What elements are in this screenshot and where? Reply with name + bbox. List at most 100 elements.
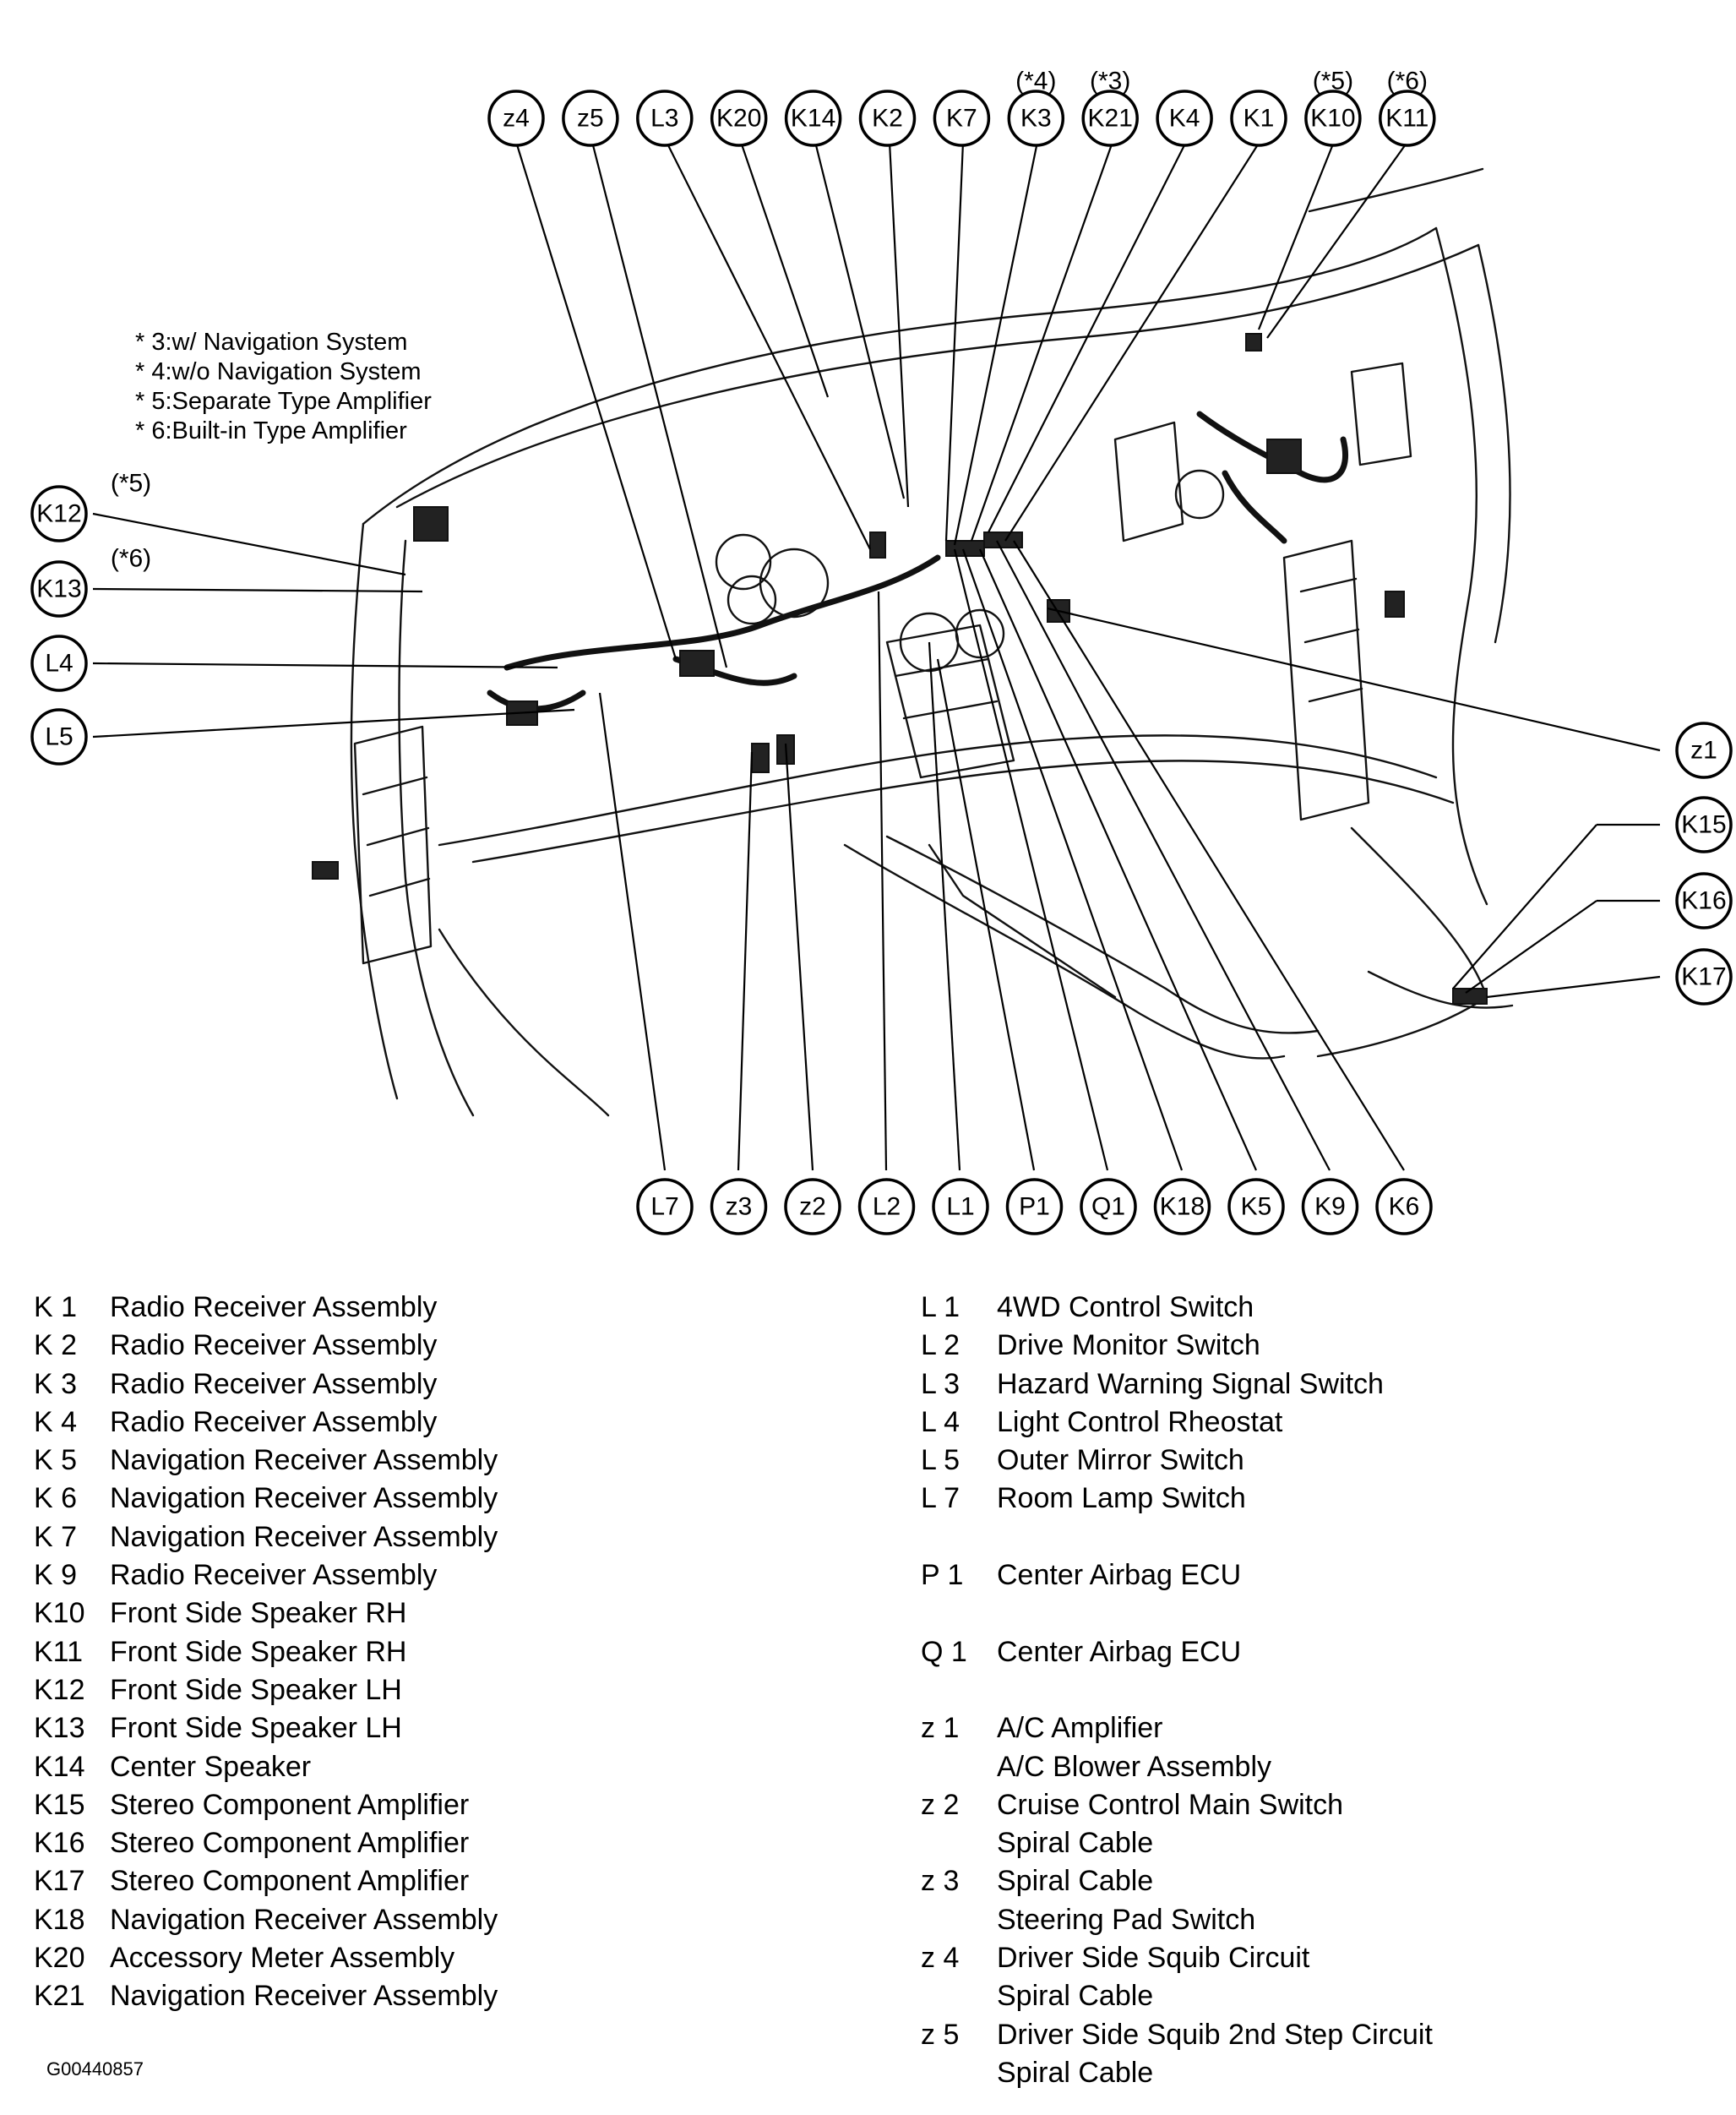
legend-code: L 7 bbox=[921, 1482, 961, 1515]
legend-code: z 4 bbox=[921, 1942, 960, 1975]
callout-k10: K10 (*5) bbox=[1304, 68, 1362, 147]
footnotes: * 3:w/ Navigation System * 4:w/o Navigat… bbox=[135, 328, 432, 446]
legend-name: Center Airbag ECU bbox=[997, 1635, 1242, 1668]
legend-name: Navigation Receiver Assembly bbox=[110, 1444, 498, 1477]
legend-name: Stereo Component Amplifier bbox=[110, 1788, 470, 1821]
callout-k17: K17 bbox=[1675, 948, 1733, 1006]
legend-name: Radio Receiver Assembly bbox=[110, 1367, 438, 1400]
legend-row: K 2 Radio Receiver Assembly bbox=[34, 1327, 498, 1365]
legend-name: Navigation Receiver Assembly bbox=[110, 1903, 498, 1936]
legend-name: Front Side Speaker RH bbox=[110, 1635, 407, 1668]
legend-name: Spiral Cable bbox=[997, 1827, 1154, 1860]
legend-code: K 2 bbox=[34, 1329, 78, 1362]
legend-row: Q 1 Center Airbag ECU bbox=[921, 1633, 1433, 1671]
callout-label: K7 bbox=[946, 105, 977, 133]
legend-code bbox=[921, 1594, 997, 1633]
callout-k6: K6 bbox=[1375, 1178, 1433, 1235]
legend-left: K 1 Radio Receiver Assembly K 2 Radio Recei… bbox=[34, 1289, 498, 2016]
callout-tag: (*5) bbox=[1313, 68, 1353, 95]
callout-label: Q1 bbox=[1091, 1193, 1125, 1221]
callout-k2: K2 bbox=[858, 90, 917, 147]
legend-name: Room Lamp Switch bbox=[997, 1482, 1246, 1515]
footnote: * 3:w/ Navigation System bbox=[135, 329, 408, 356]
callout-label: K9 bbox=[1314, 1193, 1346, 1221]
legend-name: Radio Receiver Assembly bbox=[110, 1329, 438, 1362]
legend-row bbox=[921, 1594, 1433, 1633]
legend-name: Cruise Control Main Switch bbox=[997, 1788, 1344, 1821]
callout-k5: K5 bbox=[1227, 1178, 1285, 1235]
legend-row bbox=[921, 1671, 1433, 1709]
dashboard-illustration bbox=[312, 167, 1514, 1117]
callout-label: K17 bbox=[1681, 963, 1726, 991]
legend-name: Navigation Receiver Assembly bbox=[110, 1482, 498, 1515]
legend-name: Outer Mirror Switch bbox=[997, 1444, 1244, 1477]
callout-tag: (*5) bbox=[111, 470, 151, 498]
callout-k7: K7 bbox=[933, 90, 991, 147]
legend-name: Radio Receiver Assembly bbox=[110, 1405, 438, 1438]
legend-row: Spiral Cable bbox=[921, 2054, 1433, 2092]
legend-code bbox=[921, 2054, 997, 2092]
callout-label: K2 bbox=[872, 105, 903, 133]
legend-name: Steering Pad Switch bbox=[997, 1903, 1256, 1936]
legend-code: K17 bbox=[34, 1865, 85, 1898]
callout-tag: (*6) bbox=[1387, 68, 1428, 95]
legend-code bbox=[921, 1748, 997, 1786]
callout-k12: K12 (*5) bbox=[30, 470, 151, 542]
callout-p1: P1 bbox=[1005, 1178, 1064, 1235]
legend-row: L 7 Room Lamp Switch bbox=[921, 1480, 1433, 1518]
callout-k14: K14 bbox=[784, 90, 842, 147]
legend-row bbox=[921, 1518, 1433, 1556]
legend-name: Drive Monitor Switch bbox=[997, 1329, 1260, 1362]
legend-code: L 2 bbox=[921, 1329, 961, 1362]
legend-code: K 1 bbox=[34, 1291, 78, 1323]
legend-row: A/C Blower Assembly bbox=[921, 1748, 1433, 1786]
callout-label: K1 bbox=[1243, 105, 1275, 133]
callout-label: K12 bbox=[36, 500, 81, 528]
callout-tag: (*3) bbox=[1090, 68, 1130, 95]
legend-code: z 5 bbox=[921, 2018, 960, 2051]
legend-name: Light Control Rheostat bbox=[997, 1405, 1283, 1438]
legend-code: K15 bbox=[34, 1788, 85, 1821]
legend-code bbox=[921, 1977, 997, 2015]
legend-code bbox=[921, 1671, 997, 1709]
legend-code: L 4 bbox=[921, 1405, 961, 1438]
legend-code: P 1 bbox=[921, 1559, 964, 1592]
callout-label: K21 bbox=[1088, 105, 1133, 133]
legend-row: L 5 Outer Mirror Switch bbox=[921, 1442, 1433, 1480]
callout-z4: z4 bbox=[487, 90, 545, 147]
legend-code: K10 bbox=[34, 1597, 85, 1630]
legend-name: Accessory Meter Assembly bbox=[110, 1942, 455, 1975]
callout-k4: K4 bbox=[1156, 90, 1213, 147]
legend-code: Q 1 bbox=[921, 1635, 967, 1668]
callout-label: z1 bbox=[1690, 737, 1717, 765]
legend-name: Front Side Speaker RH bbox=[110, 1597, 407, 1630]
callout-label: z4 bbox=[503, 105, 530, 133]
legend-name: Spiral Cable bbox=[997, 1980, 1154, 2013]
callout-label: K10 bbox=[1310, 105, 1355, 133]
legend-name: Hazard Warning Signal Switch bbox=[997, 1367, 1384, 1400]
legend-name: Front Side Speaker LH bbox=[110, 1712, 402, 1745]
legend-name: Center Airbag ECU bbox=[997, 1559, 1242, 1592]
legend-code: L 1 bbox=[921, 1291, 961, 1323]
callout-l7: L7 bbox=[636, 1178, 694, 1235]
callout-label: K3 bbox=[1020, 105, 1052, 133]
legend-code: L 5 bbox=[921, 1444, 961, 1477]
callout-k9: K9 bbox=[1301, 1178, 1359, 1235]
callout-label: K15 bbox=[1681, 811, 1726, 839]
legend-code bbox=[921, 1518, 997, 1556]
legend-name: Spiral Cable bbox=[997, 1865, 1154, 1898]
callout-label: K6 bbox=[1389, 1193, 1420, 1221]
